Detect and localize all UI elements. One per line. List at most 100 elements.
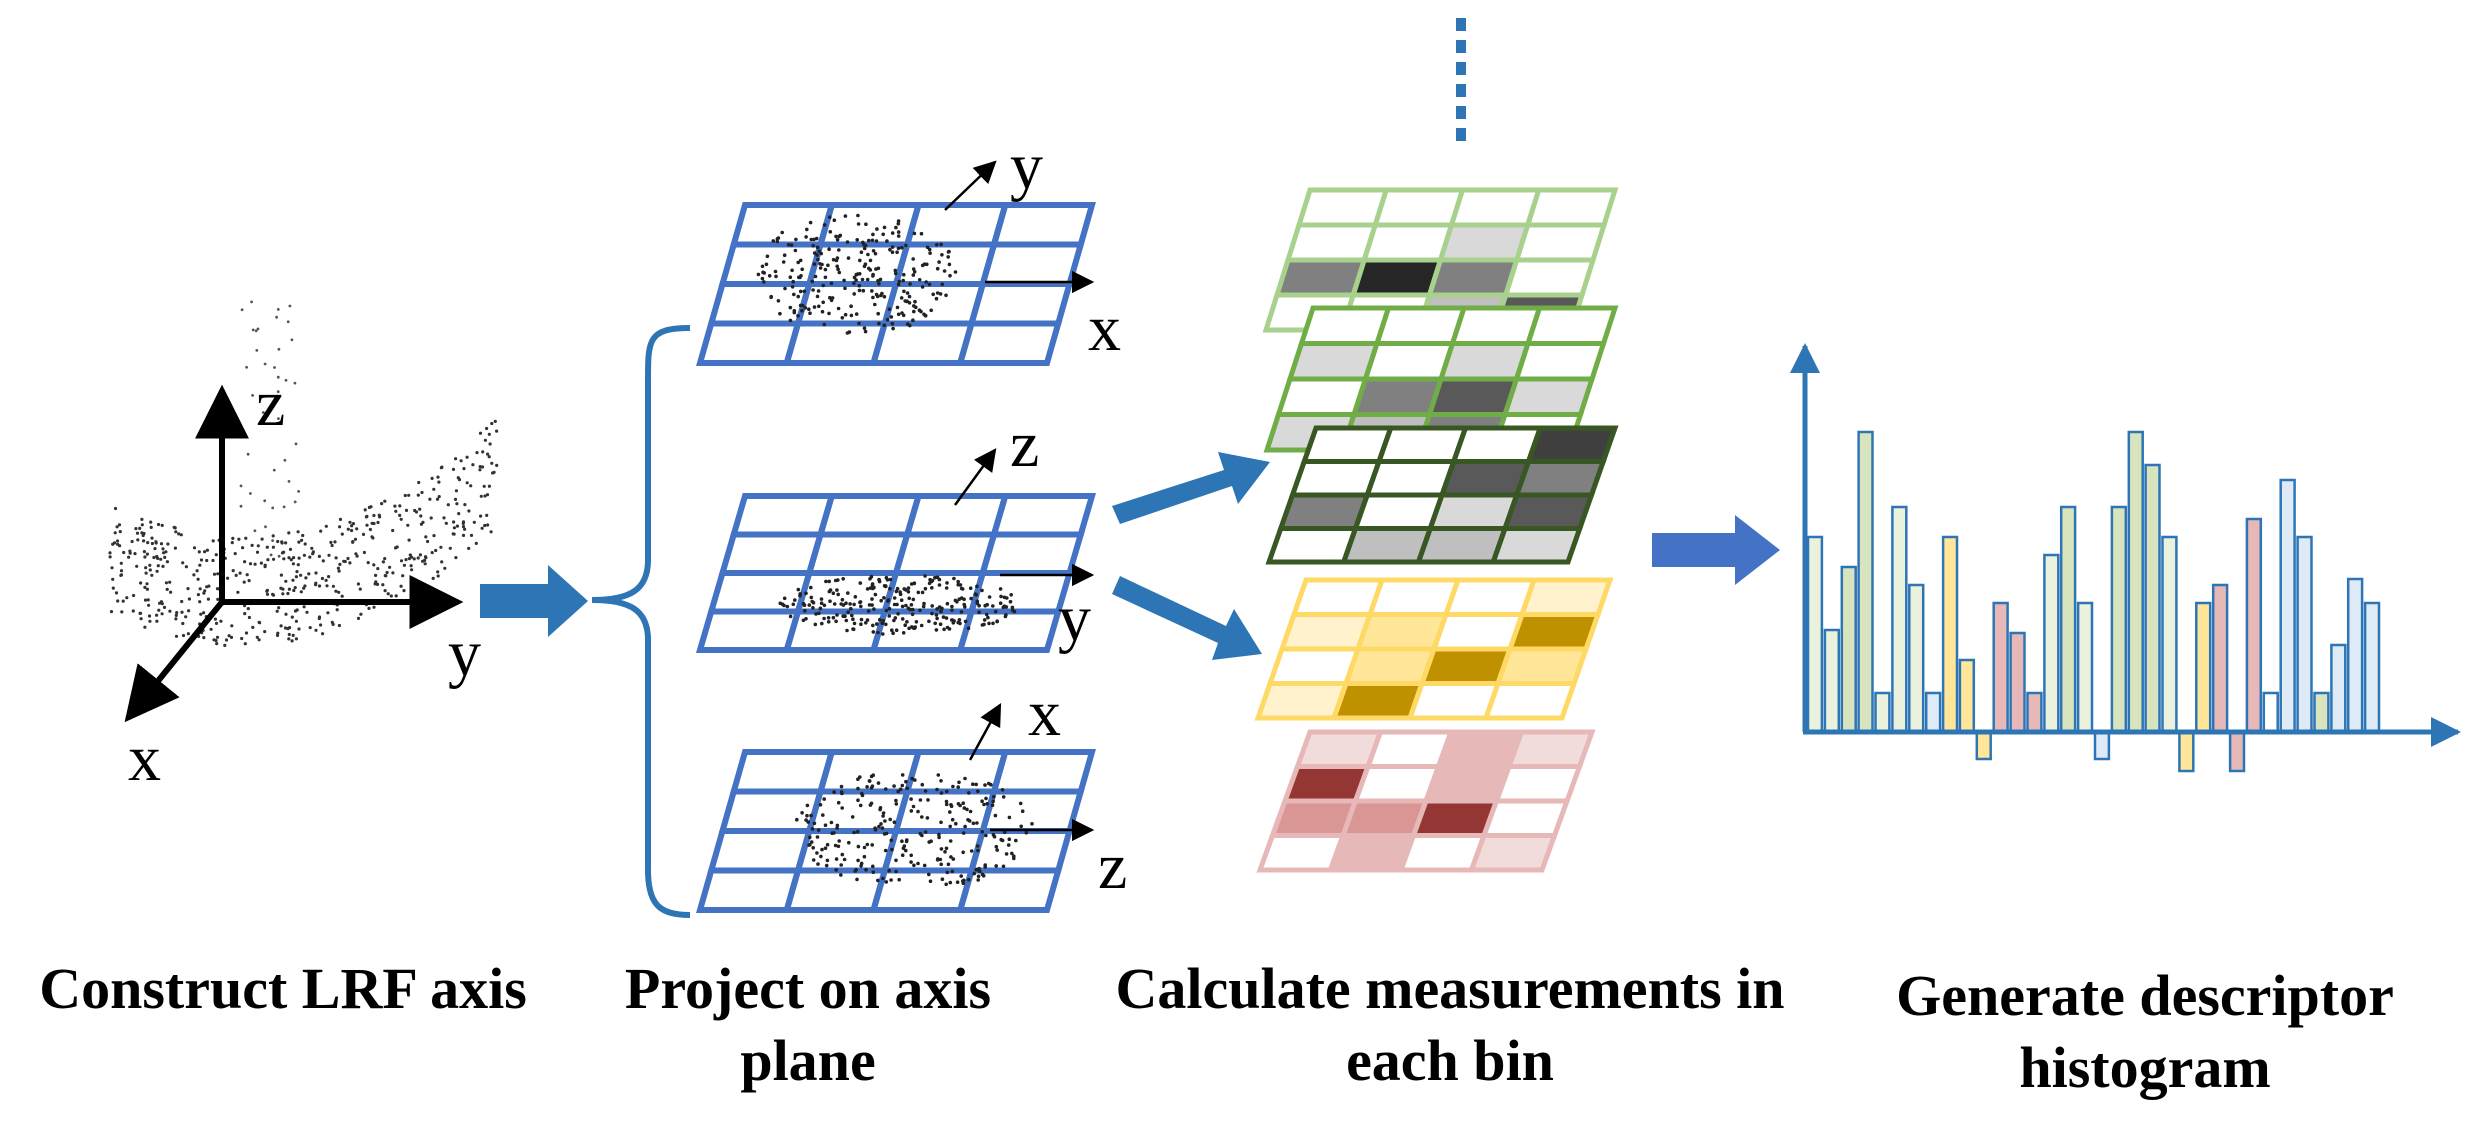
point-cloud-dot (407, 493, 411, 497)
point-cloud-dot (255, 635, 259, 639)
point-cloud-dot (376, 567, 380, 571)
point-cloud-dot (147, 614, 152, 618)
point-cloud-dot (281, 592, 285, 596)
projected-point (871, 623, 875, 628)
projected-point (960, 587, 965, 591)
point-cloud-dot (174, 530, 178, 534)
projected-point (833, 578, 838, 583)
point-cloud-dot (367, 505, 371, 510)
projected-point (881, 632, 885, 636)
point-cloud-dot (276, 375, 280, 379)
projection-plane-xy (696, 160, 1096, 366)
projected-point (811, 858, 816, 862)
histogram-bar (2330, 643, 2347, 734)
projected-point (845, 331, 850, 335)
projected-point (879, 598, 883, 603)
projected-point (912, 231, 917, 236)
histogram-bar (1975, 730, 1992, 761)
projected-point (905, 322, 910, 326)
projected-point (814, 612, 818, 616)
point-cloud-dot (418, 507, 422, 511)
projected-point (875, 227, 879, 231)
projected-point (971, 782, 975, 786)
point-cloud-dot (420, 490, 424, 495)
histogram-bar (2144, 463, 2161, 734)
projected-point (891, 631, 895, 635)
projected-point (887, 606, 892, 611)
point-cloud-dot (293, 381, 297, 385)
projected-point (796, 294, 800, 299)
projected-point (788, 305, 793, 310)
projected-point (972, 871, 976, 876)
projected-point (984, 833, 988, 838)
histogram-bar (1806, 535, 1824, 734)
point-cloud-dot (143, 598, 148, 602)
projected-point (982, 618, 987, 622)
projected-point (876, 781, 881, 785)
projected-point (820, 847, 824, 852)
point-cloud-dot (406, 523, 410, 527)
projected-point (809, 840, 814, 844)
point-cloud-dot (331, 584, 335, 588)
point-cloud-dot (342, 559, 346, 563)
projected-point (1007, 815, 1012, 820)
projected-point (831, 615, 836, 620)
projected-point (930, 611, 934, 616)
projected-point (896, 219, 901, 223)
projected-point (882, 596, 886, 600)
projected-point (906, 606, 911, 610)
projected-point (864, 867, 868, 872)
point-cloud-dot (240, 308, 244, 312)
plane-xy-cell (718, 241, 825, 287)
projected-point (853, 869, 858, 873)
point-cloud-dot (443, 566, 447, 570)
point-cloud-dot (487, 432, 491, 436)
projected-point (907, 626, 911, 631)
projected-point (852, 602, 856, 607)
projected-point (977, 603, 981, 608)
projected-point (884, 831, 889, 836)
point-cloud-dot (414, 510, 419, 514)
projected-point (782, 596, 787, 601)
projected-point (974, 867, 979, 872)
point-cloud-dot (317, 554, 321, 559)
point-cloud-dot (283, 458, 287, 462)
projected-point (927, 872, 931, 877)
point-cloud-dot (246, 607, 250, 611)
projected-point (969, 849, 974, 853)
projected-point (877, 824, 881, 829)
point-cloud-dot (479, 494, 483, 498)
point-cloud-dot (461, 521, 465, 526)
point-cloud-dot (125, 596, 129, 600)
histogram-bar (2279, 478, 2296, 734)
layer-yellow-cell (1366, 577, 1462, 617)
projected-point (893, 616, 898, 620)
projected-point (809, 237, 814, 242)
point-cloud-dot (230, 624, 234, 628)
projected-point (817, 304, 821, 309)
flow-arrow-3 (1652, 515, 1780, 585)
projected-point (902, 289, 906, 294)
point-cloud-dot (374, 573, 378, 578)
projected-point (936, 857, 940, 861)
projected-point (785, 604, 790, 609)
layer-mid-green-cell (1286, 341, 1381, 382)
layer-yellow (1254, 577, 1614, 721)
point-cloud-dot (442, 516, 446, 520)
point-cloud-dot (277, 347, 281, 351)
projected-point (825, 842, 830, 847)
projected-point (900, 839, 904, 843)
point-cloud-dot (159, 542, 164, 546)
point-cloud-dot (308, 626, 312, 630)
point-cloud-dot (180, 610, 184, 614)
histogram-bar (2296, 535, 2313, 734)
projected-point (929, 308, 933, 313)
projected-point (855, 829, 860, 834)
point-cloud-dot (282, 505, 286, 509)
projected-point (819, 597, 824, 601)
point-cloud-dot (168, 609, 172, 613)
point-cloud-dot (365, 523, 369, 527)
point-cloud-dot (155, 554, 159, 559)
plane-xy-cell (782, 320, 889, 366)
projected-point (888, 817, 892, 822)
